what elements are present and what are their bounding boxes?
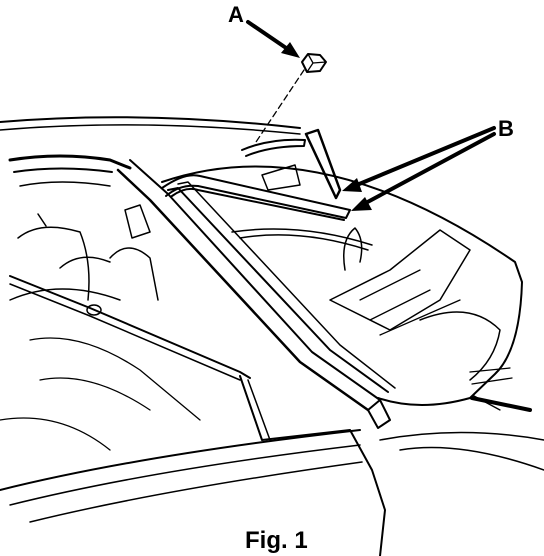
figure-caption: Fig. 1 [245, 527, 308, 554]
interior-seats [0, 204, 201, 451]
callout-label-a: A [228, 2, 244, 27]
weatherstrip-b [161, 128, 351, 221]
windshield-assembly [161, 165, 532, 412]
door-panel [0, 275, 544, 556]
callout-label-b: B [498, 116, 514, 141]
top-frame-rail [0, 116, 306, 191]
roof-edge [8, 154, 132, 227]
a-pillar [116, 159, 396, 429]
clip-part-a [301, 53, 327, 73]
callout-arrow-a [246, 20, 300, 58]
callout-arrows-b [342, 126, 496, 211]
